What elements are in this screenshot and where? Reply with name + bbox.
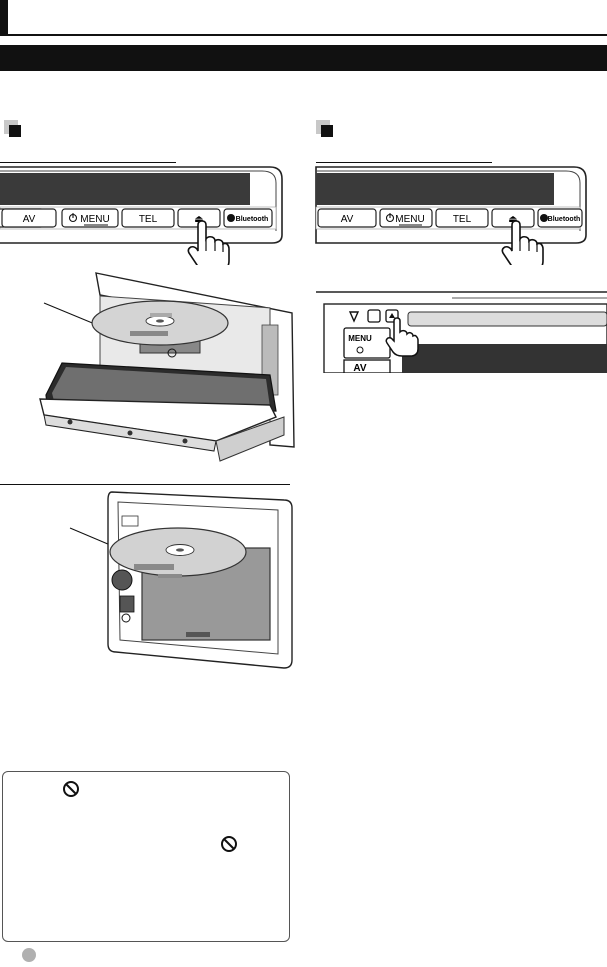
header-rule — [0, 0, 607, 38]
header-line — [0, 34, 607, 36]
section-title-band — [0, 45, 607, 71]
bluetooth-icon — [227, 214, 235, 222]
menu-button-label: MENU — [395, 214, 424, 225]
section-marker-right — [316, 120, 334, 138]
eject-icon: ⏏ — [508, 214, 517, 225]
disc-icon — [109, 527, 247, 578]
menu-label: MENU — [348, 334, 372, 343]
eject-icon — [389, 313, 395, 318]
section-divider — [0, 484, 290, 485]
bluetooth-icon — [540, 214, 548, 222]
front-panel-illustration-left: AV MENU TEL ⏏ Bluetooth — [0, 166, 283, 265]
menu-button-label: MENU — [80, 214, 109, 225]
menu-button[interactable] — [61, 208, 119, 228]
triangle-icon — [348, 311, 360, 323]
bluetooth-button-label: Bluetooth — [548, 216, 581, 223]
menu-button[interactable] — [343, 327, 391, 359]
bluetooth-button[interactable] — [223, 208, 273, 228]
prohibited-icon — [63, 781, 79, 797]
tel-button[interactable] — [121, 208, 175, 228]
header-bar — [0, 0, 8, 36]
bluetooth-button[interactable] — [537, 208, 583, 228]
tel-button[interactable] — [435, 208, 489, 228]
av-button[interactable] — [1, 208, 57, 228]
note-bullet — [22, 948, 36, 962]
subheading-underline-right — [316, 162, 492, 163]
menu-button[interactable] — [379, 208, 433, 228]
power-icon — [356, 346, 364, 354]
pointing-hand-icon — [501, 220, 544, 265]
pointing-hand-icon — [385, 317, 419, 357]
caution-box — [2, 771, 290, 942]
disc-icon — [91, 300, 229, 346]
av-label: AV — [353, 363, 366, 373]
section-marker-left — [4, 120, 22, 138]
square-button[interactable] — [367, 309, 381, 323]
av-button[interactable] — [343, 359, 391, 373]
unit-eject-closeup-illustration: MENU AV — [316, 291, 607, 373]
av-button-label: AV — [341, 214, 354, 225]
prohibited-icon — [221, 836, 237, 852]
tel-button-label: TEL — [139, 214, 158, 225]
disc-insert-open-monitor-illustration — [39, 272, 295, 462]
eject-icon: ⏏ — [194, 214, 203, 225]
tel-button-label: TEL — [453, 214, 472, 225]
av-button-label: AV — [23, 214, 36, 225]
pointing-hand-icon — [187, 220, 230, 265]
panel-buttons: AV MENU TEL ⏏ Bluetooth — [0, 208, 273, 228]
bluetooth-button-label: Bluetooth — [236, 216, 269, 223]
front-panel-illustration-right: AV MENU TEL ⏏ Bluetooth — [315, 166, 587, 265]
panel-buttons-right: AV MENU TEL ⏏ Bluetooth — [317, 208, 583, 228]
disc-insert-closed-monitor-illustration — [69, 491, 293, 669]
av-button[interactable] — [317, 208, 377, 228]
subheading-underline-left — [0, 162, 176, 163]
